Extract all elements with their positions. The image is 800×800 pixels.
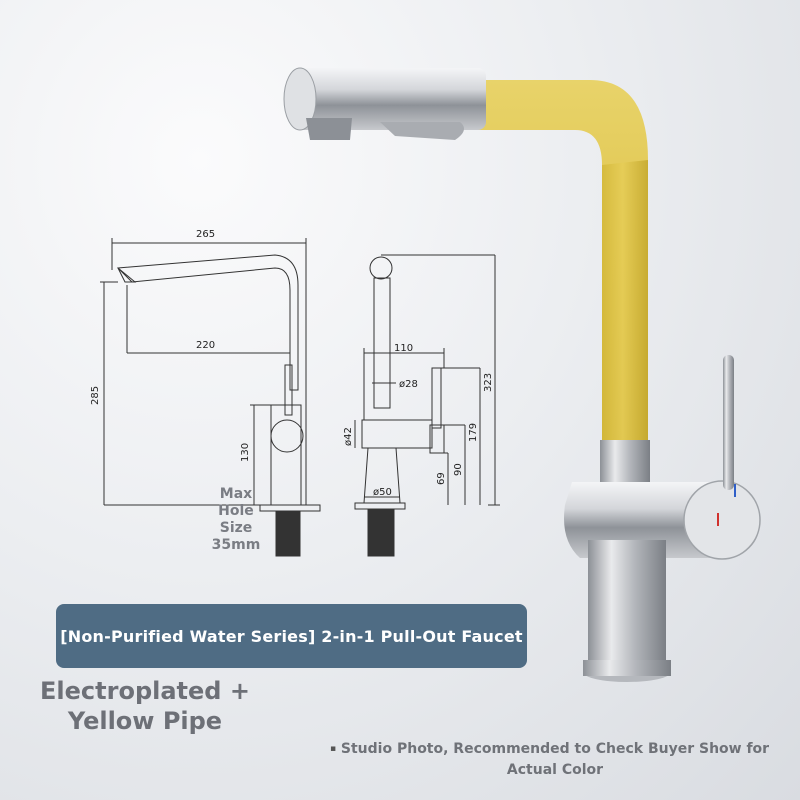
spout-head (296, 68, 486, 130)
lever-handle (723, 355, 734, 490)
finish-label: Electroplated + Yellow Pipe (40, 677, 250, 735)
dim-front-base-dia: ø50 (373, 487, 392, 498)
dim-front-body-dia: ø42 (343, 427, 354, 446)
max-hole-label: Max Hole Size 35mm (211, 486, 261, 553)
series-banner: [Non-Purified Water Series] 2-in-1 Pull-… (56, 604, 527, 668)
dim-side-reach: 220 (196, 340, 215, 351)
dim-front-spout-height: 179 (468, 423, 479, 442)
dim-side-base: 130 (240, 443, 251, 462)
dim-front-body-height: 69 (436, 472, 447, 485)
dim-front-spout-dia: ø28 (399, 379, 418, 390)
dim-front-handle-height: 90 (453, 463, 464, 476)
dim-side-width: 265 (196, 229, 215, 240)
dim-side-height: 285 (90, 386, 101, 405)
note-bullet-icon: ▪ (330, 744, 337, 754)
color-disclaimer: Studio Photo, Recommended to Check Buyer… (340, 741, 770, 778)
series-banner-text: [Non-Purified Water Series] 2-in-1 Pull-… (60, 626, 523, 646)
dim-front-total: 323 (483, 373, 494, 392)
dim-front-lever: 110 (394, 343, 413, 354)
